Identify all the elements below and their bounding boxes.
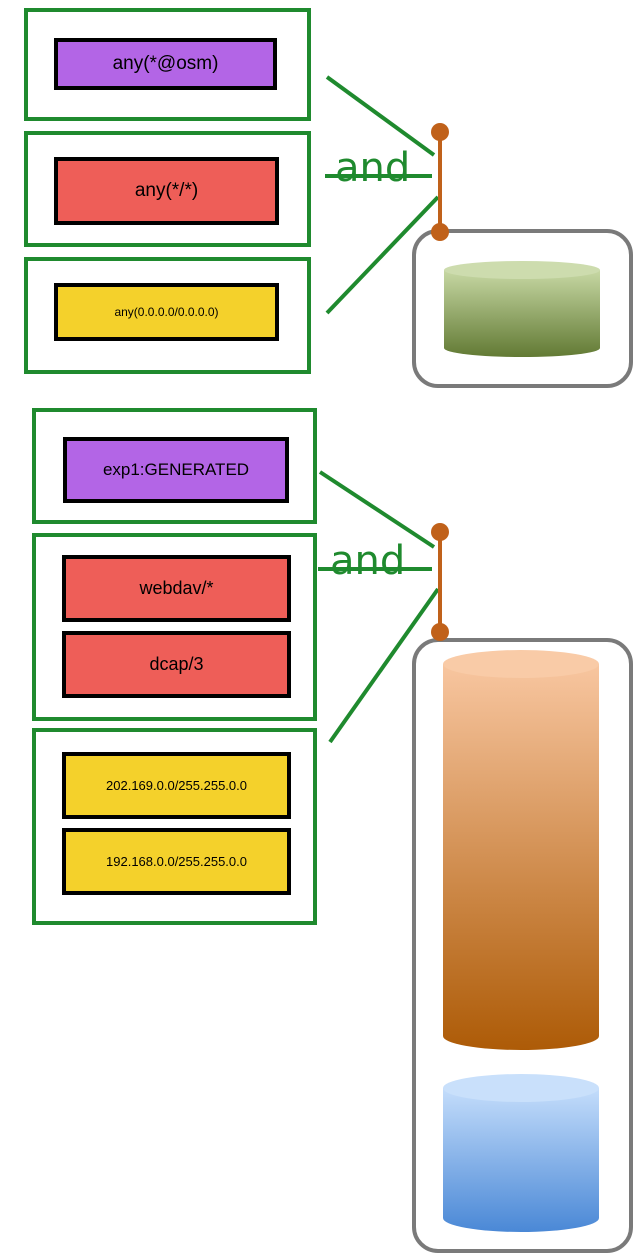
protocol-tag: webdav/* — [62, 555, 291, 622]
protocol-tag: dcap/3 — [62, 631, 291, 698]
green-cylinder-icon — [444, 261, 600, 357]
network-tag: any(0.0.0.0/0.0.0.0) — [54, 283, 279, 341]
blue-cylinder-icon — [443, 1074, 599, 1232]
network-tag: 192.168.0.0/255.255.0.0 — [62, 828, 291, 895]
and-label: and — [335, 145, 411, 191]
user-tag: exp1:GENERATED — [63, 437, 289, 503]
and-lines — [318, 470, 440, 744]
network-tag: 202.169.0.0/255.255.0.0 — [62, 752, 291, 819]
connector-icon — [431, 123, 449, 241]
user-tag: any(*@osm) — [54, 38, 277, 90]
connector-icon — [431, 523, 449, 641]
and-label: and — [330, 538, 406, 584]
orange-cylinder-icon — [443, 650, 599, 1050]
protocol-tag: any(*/*) — [54, 157, 279, 225]
and-lines — [325, 75, 440, 315]
